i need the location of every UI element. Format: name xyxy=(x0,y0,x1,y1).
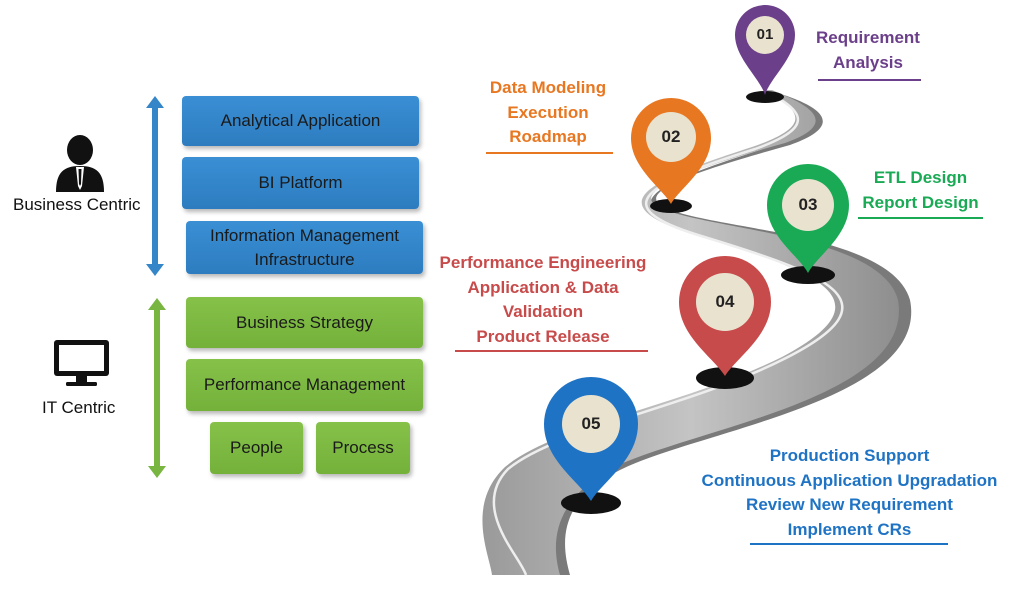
business-strategy-box: Business Strategy xyxy=(186,297,423,348)
step-01-line: Requirement xyxy=(816,28,920,47)
it-range-arrow xyxy=(148,298,166,478)
pin-04 xyxy=(679,256,771,389)
step-01-text: Requirement Analysis xyxy=(808,26,928,75)
business-centric-label: Business Centric xyxy=(13,195,141,214)
step-03-underline xyxy=(858,217,983,219)
pin-02 xyxy=(631,97,711,213)
step-05-underline xyxy=(750,543,948,545)
step-02-text: Data Modeling Execution Roadmap xyxy=(478,76,618,150)
step-04-line: Application & Data xyxy=(467,277,619,297)
road-lane-line xyxy=(492,90,844,576)
bi-platform-box: BI Platform xyxy=(182,157,419,209)
pin-number-03: 03 xyxy=(798,195,818,214)
businessman-icon xyxy=(56,135,104,192)
step-04-line: Product Release xyxy=(476,326,610,346)
step-05-line: Production Support xyxy=(769,446,930,465)
step-03-line: Report Design xyxy=(862,192,979,212)
step-05-line: Review New Requirement xyxy=(746,495,953,514)
step-02-line: Data Modeling xyxy=(489,78,607,97)
process-box: Process xyxy=(316,422,410,474)
step-02-line: Execution xyxy=(507,102,589,122)
it-centric-label: IT Centric xyxy=(42,398,116,417)
pin-03 xyxy=(767,164,849,284)
information-management-box: Information Management Infrastructure xyxy=(186,221,423,274)
step-05-text: Production Support Continuous Applicatio… xyxy=(692,444,1007,542)
pin-01 xyxy=(735,5,795,103)
monitor-icon xyxy=(54,340,109,386)
pin-number-04: 04 xyxy=(715,292,735,311)
performance-management-box: Performance Management xyxy=(186,359,423,411)
step-04-underline xyxy=(455,350,648,352)
step-04-line: Validation xyxy=(502,302,584,321)
step-04-text: Performance Engineering Application & Da… xyxy=(433,251,653,349)
analytical-application-box: Analytical Application xyxy=(182,96,419,146)
step-01-line: Analysis xyxy=(833,52,903,72)
step-02-underline xyxy=(486,152,613,154)
business-range-arrow xyxy=(146,96,164,276)
pin-number-02: 02 xyxy=(661,127,681,146)
step-05-line: Continuous Application Upgradation xyxy=(701,470,998,490)
pin-05 xyxy=(544,377,638,514)
step-04-line: Performance Engineering xyxy=(439,253,647,272)
pin-number-01: 01 xyxy=(756,26,774,43)
step-05-line: Implement CRs xyxy=(787,519,912,539)
pin-number-05: 05 xyxy=(581,414,601,433)
step-03-text: ETL Design Report Design xyxy=(853,166,988,215)
step-02-line: Roadmap xyxy=(509,127,587,146)
people-box: People xyxy=(210,422,303,474)
step-01-underline xyxy=(818,79,921,81)
step-03-line: ETL Design xyxy=(873,168,968,187)
